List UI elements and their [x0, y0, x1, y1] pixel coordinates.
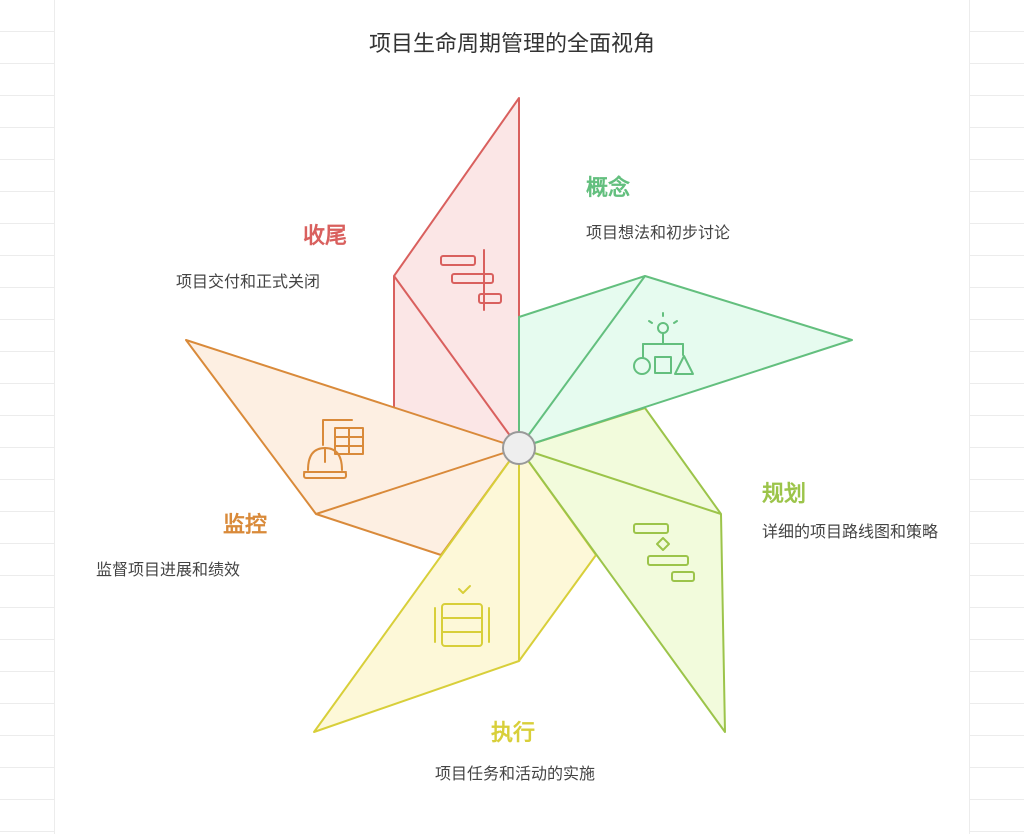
gantt-icon	[633, 523, 695, 582]
stage-desc-planning: 详细的项目路线图和策略	[762, 522, 939, 541]
background-grid-right	[969, 0, 1024, 834]
stage-desc-concept: 项目想法和初步讨论	[586, 223, 731, 242]
timeline-bars-icon	[440, 249, 502, 311]
stage-desc-execution: 项目任务和活动的实施	[434, 764, 595, 783]
stage-desc-closing: 项目交付和正式关闭	[176, 272, 321, 291]
stage-label-planning: 规划	[762, 482, 807, 507]
stage-desc-monitoring: 监督项目进展和绩效	[96, 560, 241, 579]
background-grid-left	[0, 0, 55, 834]
stage-label-concept: 概念	[586, 176, 631, 201]
stage-label-execution: 执行	[491, 721, 536, 746]
hardhat-building-icon	[303, 419, 364, 479]
task-checklist-icon	[434, 585, 490, 647]
center-hub	[502, 431, 536, 465]
stage-label-closing: 收尾	[303, 224, 348, 249]
blade-concept	[518, 275, 853, 449]
stage-label-monitoring: 监控	[223, 513, 268, 538]
lightbulb-org-icon	[633, 312, 694, 375]
diagram-title: 项目生命周期管理的全面视角	[368, 32, 655, 57]
